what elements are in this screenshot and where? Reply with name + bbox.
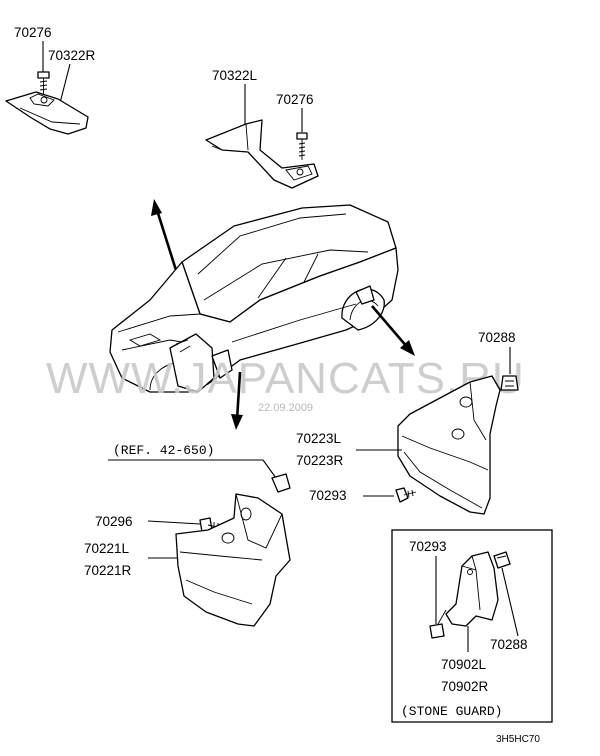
watermark-text: WWW.JAPANCATS.RU xyxy=(46,354,525,403)
leader-line xyxy=(501,567,519,637)
label-top-mid-screw: 70276 xyxy=(276,92,314,107)
label-front-flap-l: 70221L xyxy=(84,541,130,556)
ref-text: (REF. 42-650) xyxy=(113,443,214,458)
label-top-mid-bracket: 70322L xyxy=(212,68,258,83)
watermark-date: 22.09.2009 xyxy=(258,402,313,414)
label-right-clip: 70288 xyxy=(478,330,516,345)
label-box-caption: (STONE GUARD) xyxy=(401,704,502,719)
top-left-bracket-group: 70276 70322R xyxy=(5,25,96,135)
label-rear-screw: 70293 xyxy=(309,488,347,503)
rear-mudflap-group: 70288 70223L 70223R 70293 xyxy=(296,330,519,515)
label-top-left-screw: 70276 xyxy=(14,25,52,40)
box-frame xyxy=(391,529,553,723)
front-mudflap xyxy=(175,493,291,627)
stone-guard xyxy=(445,551,499,627)
label-box-clip: 70288 xyxy=(490,637,528,652)
rear-mudflap xyxy=(397,375,501,515)
diagram-code: 3H5HC70 xyxy=(496,734,540,745)
screw-icon xyxy=(395,487,417,503)
leader-line xyxy=(147,520,201,525)
label-front-screw: 70296 xyxy=(95,514,133,529)
mudflap-bracket-left xyxy=(205,119,319,189)
label-rear-flap-l: 70223L xyxy=(296,431,342,446)
screw-icon xyxy=(37,71,50,95)
screw-icon xyxy=(296,132,308,160)
reference-note: (REF. 42-650) xyxy=(108,443,291,493)
leader-line xyxy=(59,63,71,104)
leader-line xyxy=(262,459,277,479)
label-box-guard-r: 70902R xyxy=(441,679,489,694)
screw-icon xyxy=(429,609,447,639)
clip-icon xyxy=(500,375,519,391)
top-mid-bracket-group: 70322L 70276 xyxy=(205,68,319,189)
watermark: WWW.JAPANCATS.RU 22.09.2009 xyxy=(46,354,525,414)
label-rear-flap-r: 70223R xyxy=(296,453,344,468)
label-top-left-bracket: 70322R xyxy=(48,48,96,63)
pointer-arrow xyxy=(231,371,243,430)
label-box-guard-l: 70902L xyxy=(441,657,487,672)
clip-icon xyxy=(271,473,291,493)
car-outline xyxy=(109,204,399,393)
label-box-screw: 70293 xyxy=(409,539,447,554)
front-mudflap-group: 70296 70221L 70221R xyxy=(84,493,291,627)
pointer-arrow xyxy=(371,305,415,356)
label-front-flap-r: 70221R xyxy=(84,563,132,578)
stone-guard-box: 70293 70288 70902L 70902R (STONE GUARD) xyxy=(391,529,553,723)
clip-icon xyxy=(493,551,511,569)
